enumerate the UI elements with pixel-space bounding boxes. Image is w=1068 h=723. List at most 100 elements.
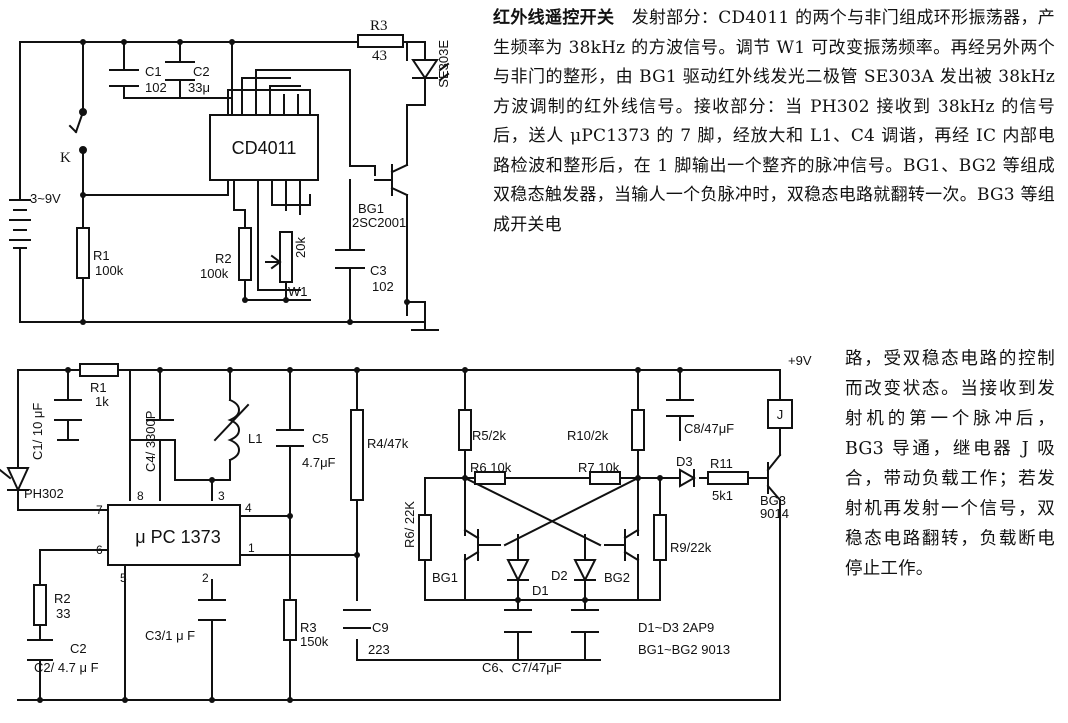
rx-c6-c7-label: C6、C7/47μF (482, 660, 562, 675)
tx-switch-k (68, 108, 87, 154)
rx-c6-capacitor (504, 609, 532, 633)
tx-c2-label: C2 (193, 64, 210, 79)
rx-relay-j (767, 399, 793, 429)
rx-relay-label: J (777, 407, 784, 422)
cd4011-chip (209, 114, 319, 181)
rx-r3-value: 150k (300, 634, 329, 649)
tx-r1-resistor (76, 227, 90, 279)
rx-c5-value: 4.7μF (302, 455, 336, 470)
tx-r1-value: 100k (95, 263, 124, 278)
rx-c8-capacitor (666, 399, 694, 417)
tx-r1-label: R1 (93, 248, 110, 263)
tx-led-se303e (406, 59, 450, 106)
rx-c9-label: C9 (372, 620, 389, 635)
rx-r9-label: R9/22k (670, 540, 712, 555)
rx-pin4: 4 (245, 501, 252, 515)
rx-d3-label: D3 (676, 454, 693, 469)
tx-bg1-label: BG1 (358, 201, 384, 216)
rx-r4-resistor (350, 409, 364, 501)
rx-ic-label: μ PC 1373 (135, 527, 220, 547)
receiver-wiring (17, 369, 781, 701)
description-text-part1: 发射部分：CD4011 的两个与非门组成环形振荡器，产生频率为 38kHz 的方… (493, 8, 1055, 235)
rx-ph302-sensor (0, 467, 30, 493)
rx-c2-label: C2 (70, 641, 87, 656)
rx-r5-label: R5/2k (472, 428, 506, 443)
rx-bg3-transistor (766, 453, 782, 502)
upc1373-chip (107, 504, 241, 566)
tx-w1-pot (279, 231, 293, 283)
rx-r7-resistor (589, 471, 621, 485)
tx-pot-value: 20k (293, 237, 308, 258)
tx-c2-capacitor (165, 61, 195, 81)
tx-r2-resistor (238, 227, 252, 281)
rx-c5-capacitor (276, 429, 304, 447)
rx-r11-value: 5k1 (712, 488, 733, 503)
rx-c1-capacitor (54, 399, 82, 441)
rx-r2-resistor (33, 584, 47, 626)
description-paragraph-continued: 路，受双稳态电路的控制而改变状态。当接收到发射机的第一个脉冲后，BG3 导通，继… (845, 344, 1055, 584)
rx-r2-value: 33 (56, 606, 70, 621)
rx-r1-label: R1 (90, 380, 107, 395)
tx-r3-value: 43 (372, 48, 387, 64)
rx-r10-label: R10/2k (567, 428, 609, 443)
rx-r6-label: R6 10k (470, 460, 512, 475)
rx-c4-label: C4/ 3300P (143, 411, 158, 472)
tx-pot-label: W1 (288, 284, 308, 299)
tx-bg1-transistor (374, 163, 409, 197)
rx-c2-capacitor (27, 639, 53, 661)
rx-r6b-label: R6/ 22K (402, 501, 417, 548)
rx-diodes-note: D1~D3 2AP9 (638, 620, 714, 635)
rx-r1-resistor (79, 363, 119, 377)
rx-d1-label: D1 (532, 583, 549, 598)
rx-bg3-label: BG3 (760, 493, 786, 508)
rx-c9-capacitor (343, 609, 371, 629)
rx-r11-resistor (707, 471, 749, 485)
tx-c3-value: 102 (372, 279, 394, 294)
rx-r9-resistor (653, 514, 667, 561)
transmitter-wiring (19, 41, 439, 331)
rx-transistors-note: BG1~BG2 9013 (638, 642, 730, 657)
tx-bg1-model: 2SC2001 (352, 215, 406, 230)
rx-c7-capacitor (571, 609, 599, 633)
rx-pin6: 6 (96, 543, 103, 557)
description-paragraph: 红外线遥控开关 发射部分：CD4011 的两个与非门组成环形振荡器，产生频率为 … (493, 4, 1055, 240)
tx-ic-label: CD4011 (232, 138, 297, 158)
description-title: 红外线遥控开关 (493, 8, 615, 28)
rx-bg2-label: BG2 (604, 570, 630, 585)
rx-r6-resistor (474, 471, 506, 485)
rx-d1-diode (506, 559, 530, 583)
rx-c9-value: 223 (368, 642, 390, 657)
tx-c3-capacitor (335, 249, 365, 269)
rx-c3-capacitor (198, 599, 226, 621)
rx-d2-diode (573, 559, 597, 583)
rx-pin2: 2 (202, 571, 209, 585)
rx-r4-label: R4/47k (367, 436, 409, 451)
rx-c8-label: C8/47μF (684, 421, 734, 436)
rx-c1-label: C1/ 10 μF (30, 403, 45, 460)
rx-r1-value: 1k (95, 394, 109, 409)
rx-l1-inductor (213, 398, 250, 462)
rx-d2-label: D2 (551, 568, 568, 583)
description-text-part2: 路，受双稳态电路的控制而改变状态。当接收到发射机的第一个脉冲后，BG3 导通，继… (845, 349, 1055, 579)
tx-c2-value: 33μ (188, 80, 210, 95)
rx-c5-label: C5 (312, 431, 329, 446)
rx-c2-sublabel: C2/ 4.7 μ F (34, 660, 99, 675)
rx-c3-label: C3/1 μ F (145, 628, 195, 643)
tx-c1-value: 102 (145, 80, 167, 95)
rx-r6b-resistor (418, 514, 432, 561)
tx-r2-label: R2 (215, 251, 232, 266)
rx-r10-resistor (631, 409, 645, 451)
tx-c3-label: C3 (370, 263, 387, 278)
tx-c1-label: C1 (145, 64, 162, 79)
rx-bg3-model: 9014 (760, 506, 789, 521)
rx-l1-label: L1 (248, 431, 262, 446)
rx-r7-label: R7 10k (578, 460, 620, 475)
tx-c1-capacitor (109, 69, 139, 87)
tx-r3-resistor (357, 34, 404, 48)
tx-led-label: SE303E (436, 40, 451, 88)
rx-bg1-label: BG1 (432, 570, 458, 585)
tx-r2-value: 100k (200, 266, 229, 281)
tx-battery-label: 3~9V (30, 191, 61, 206)
rx-sensor-label: PH302 (24, 486, 64, 501)
